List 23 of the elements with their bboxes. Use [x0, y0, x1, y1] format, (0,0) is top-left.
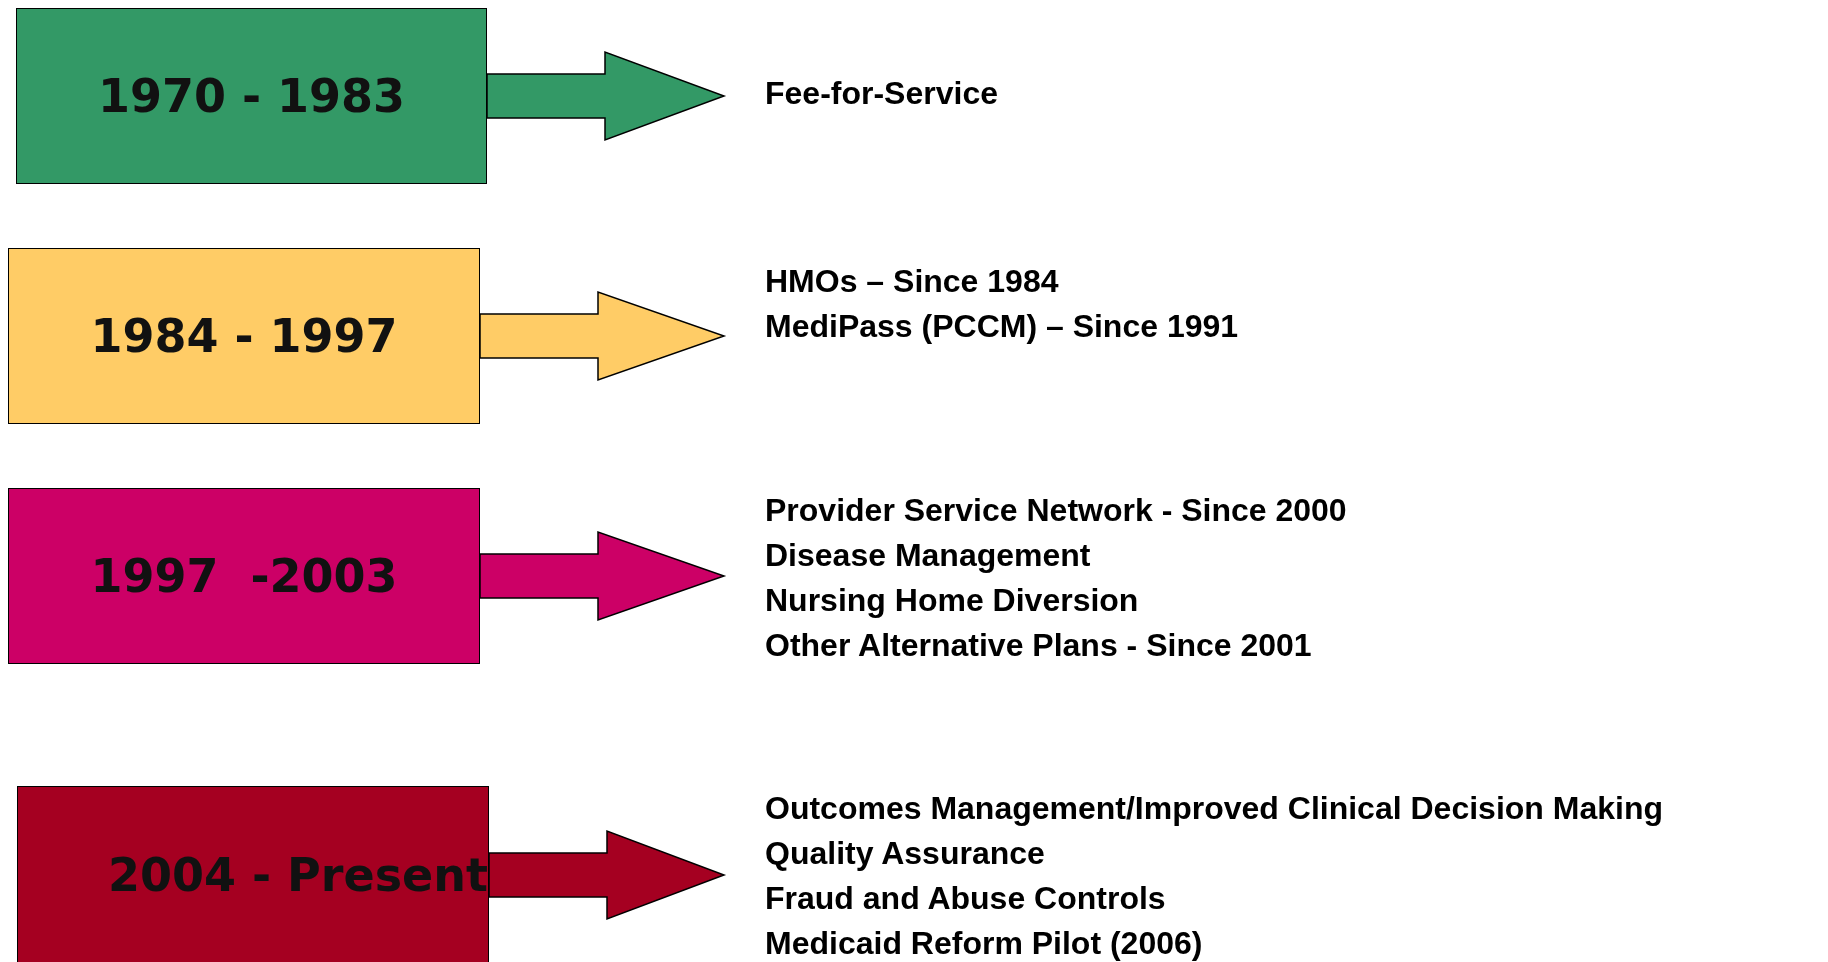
period-box	[16, 8, 487, 184]
milestone-text: Disease Management	[765, 536, 1092, 575]
milestone-text: Nursing Home Diversion	[765, 581, 1140, 620]
milestone-text: Outcomes Management/Improved Clinical Decision Making	[765, 789, 1664, 828]
milestone-text: HMOs – Since 1984	[765, 262, 1060, 301]
block-arrow	[488, 829, 727, 921]
period-label: 1984 - 1997	[90, 309, 398, 363]
milestone-text: Fee-for-Service	[765, 74, 999, 113]
milestone-text: MediPass (PCCM) – Since 1991	[765, 307, 1240, 346]
period-label: 1970 - 1983	[97, 69, 406, 123]
block-arrow	[486, 50, 727, 142]
milestone-text: Quality Assurance	[765, 834, 1046, 873]
block-arrow	[479, 290, 727, 382]
milestone-text: Provider Service Network - Since 2000	[765, 491, 1348, 530]
period-label: 1997 -2003	[90, 549, 398, 603]
milestone-text: Other Alternative Plans - Since 2001	[765, 626, 1313, 665]
block-arrow	[479, 530, 727, 622]
period-box	[8, 488, 480, 664]
period-label: 2004 - Present	[107, 848, 489, 902]
period-box	[17, 786, 489, 962]
milestone-text: Fraud and Abuse Controls	[765, 879, 1167, 918]
period-box	[8, 248, 480, 424]
milestone-text: Medicaid Reform Pilot (2006)	[765, 924, 1204, 962]
